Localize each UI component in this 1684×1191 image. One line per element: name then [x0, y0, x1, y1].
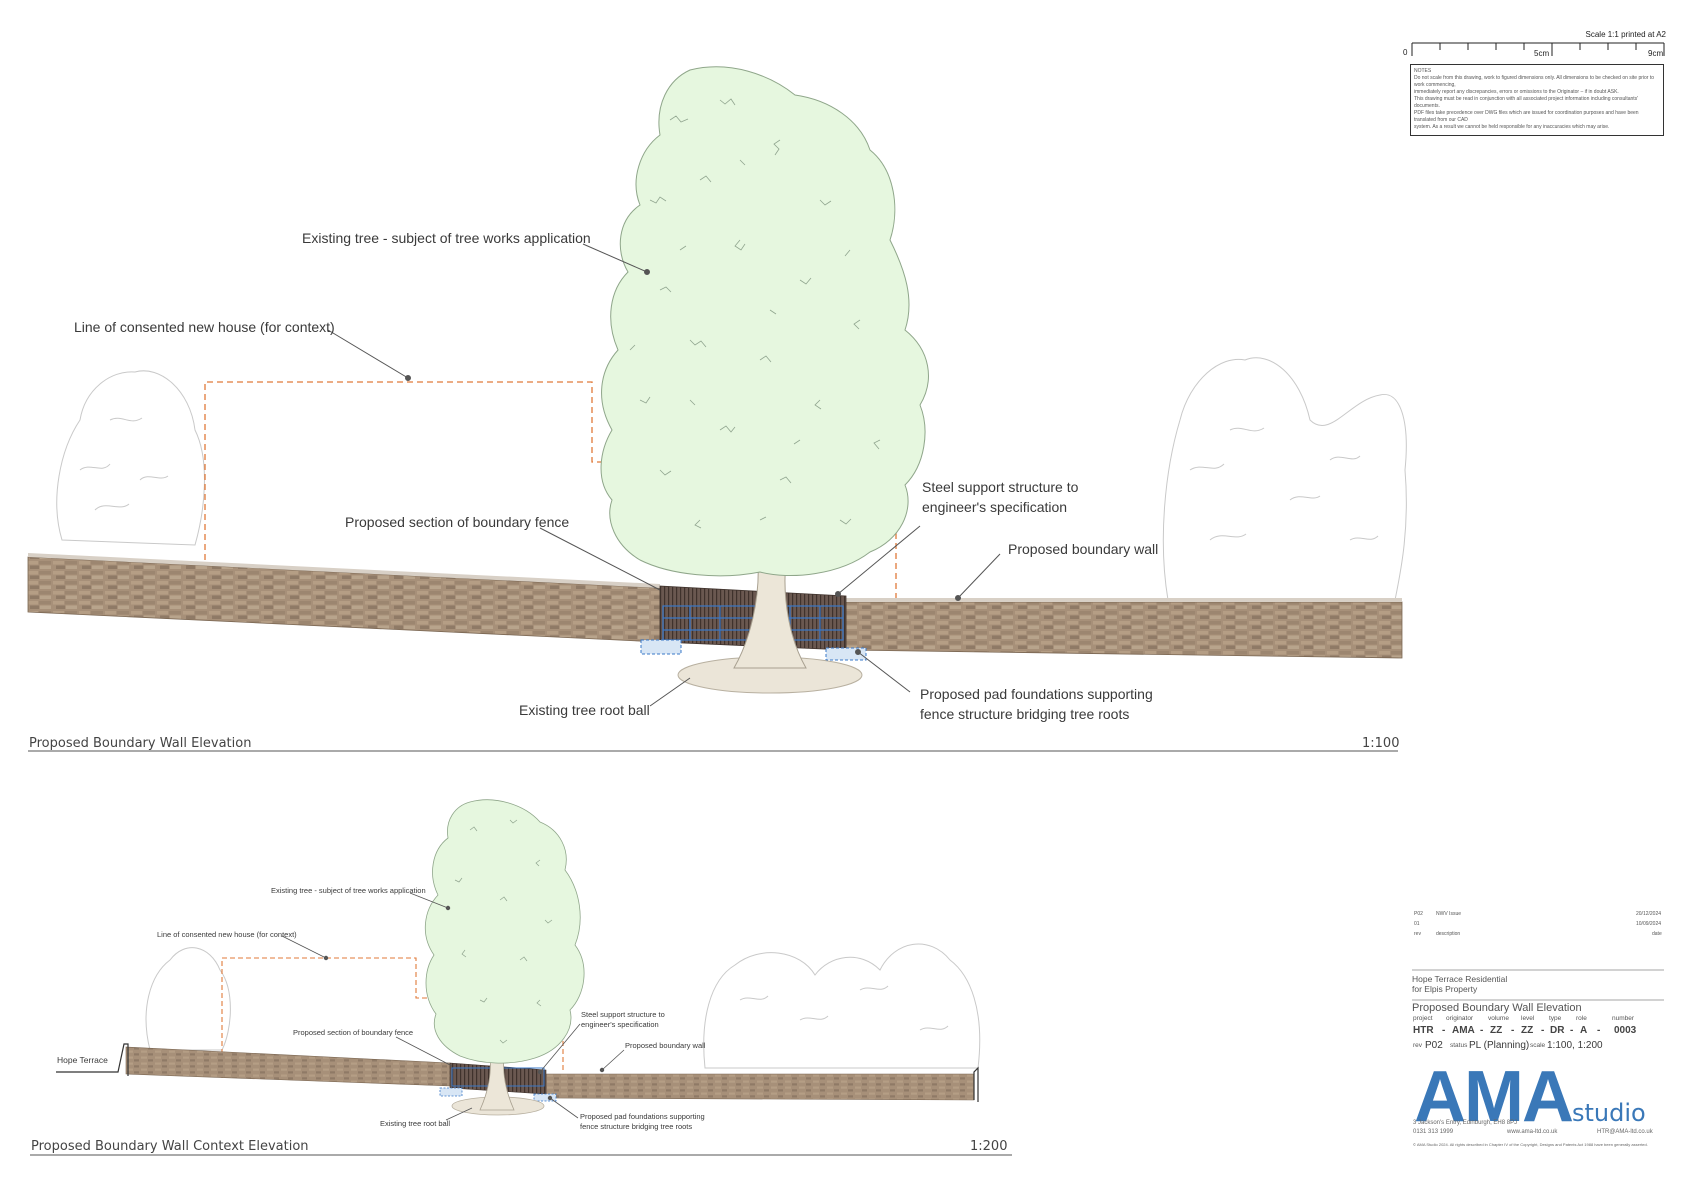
scale-tick-zero: 0 — [1403, 48, 1408, 57]
code-header-level: level — [1521, 1015, 1535, 1022]
code-header-number: number — [1612, 1015, 1635, 1022]
revision-date: 10/09/2024 — [1636, 921, 1662, 927]
logo-ama-text: AMA — [1414, 1057, 1574, 1137]
drawing-title: Proposed Boundary Wall Elevation — [1412, 1002, 1582, 1014]
label-root-ball: Existing tree root ball — [519, 702, 650, 718]
copyright-notice: © AMA Studio 2024. All rights described … — [1413, 1142, 1648, 1147]
code-value-volume: ZZ — [1490, 1025, 1503, 1036]
elev1-scale: 1:100 — [1362, 736, 1400, 751]
elev1-title: Proposed Boundary Wall Elevation — [29, 736, 252, 751]
label-existing-tree-small: Existing tree - subject of tree works ap… — [271, 886, 426, 895]
label-steel-support-line2: engineer's specification — [922, 499, 1068, 515]
label-hope-terrace: Hope Terrace — [57, 1055, 108, 1065]
revision-header-date: date — [1652, 931, 1662, 937]
client-name: for Elpis Property — [1412, 984, 1478, 994]
scale-label: scale — [1530, 1042, 1546, 1049]
scale-tick-end: 9cm — [1648, 49, 1664, 58]
main-tree-canopy — [600, 66, 929, 577]
notes-line: This drawing must be read in conjunction… — [1414, 96, 1639, 109]
contact-address: 3 Jackson's Entry, Edinburgh, EH8 8PJ — [1413, 1120, 1518, 1126]
title-block: Hope Terrace Residential for Elpis Prope… — [1412, 974, 1664, 994]
label-consented-house-small: Line of consented new house (for context… — [157, 930, 297, 939]
end-post-right — [973, 1066, 979, 1102]
label-pad-foundations-small-line2: fence structure bridging tree roots — [580, 1122, 693, 1131]
scale-value: 1:100, 1:200 — [1547, 1040, 1603, 1051]
revision-header-description: description — [1436, 931, 1461, 937]
label-boundary-fence-small: Proposed section of boundary fence — [293, 1028, 414, 1037]
label-boundary-wall: Proposed boundary wall — [1008, 541, 1159, 557]
notes-line: Do not scale from this drawing, work to … — [1414, 75, 1655, 88]
boundary-wall-small-right — [545, 1073, 975, 1101]
scale-bar-labels: Scale 1:1 printed at A2 — [1408, 30, 1667, 39]
label-boundary-wall-small: Proposed boundary wall — [625, 1041, 706, 1050]
revision-header-rev: rev — [1414, 931, 1421, 937]
label-boundary-fence: Proposed section of boundary fence — [345, 514, 570, 530]
code-header-role: role — [1576, 1015, 1587, 1022]
code-value-number: 0003 — [1614, 1025, 1637, 1036]
logo-studio-text: studio — [1571, 1099, 1646, 1127]
contact-email: HTR@AMA-ltd.co.uk — [1597, 1129, 1653, 1135]
code-header-volume: volume — [1488, 1015, 1509, 1022]
revision-description: NWV Issue — [1436, 911, 1462, 917]
contact-web: www.ama-ltd.co.uk — [1507, 1129, 1558, 1135]
pad-foundation-left — [640, 639, 682, 655]
ground-line-left — [56, 1043, 129, 1076]
background-trees-right — [1162, 357, 1407, 601]
tree-foliage-texture-small — [454, 819, 553, 1044]
background-tree-left-small — [145, 947, 231, 1051]
notes-title: NOTES — [1414, 68, 1432, 74]
scale-tick-mid: 5cm — [1534, 49, 1550, 58]
main-tree-canopy-small — [424, 799, 585, 1064]
code-header-project: project — [1413, 1015, 1433, 1022]
contact-phone: 0131 313 1999 — [1413, 1129, 1454, 1135]
notes-line: system. As a result we cannot be held re… — [1414, 124, 1610, 130]
label-pad-foundations-line1: Proposed pad foundations supporting — [920, 686, 1153, 702]
revision-date: 20/12/2024 — [1636, 911, 1662, 917]
label-root-ball-small: Existing tree root ball — [380, 1119, 451, 1128]
scale-heading: Scale 1:1 printed at A2 — [1585, 30, 1667, 39]
revision-rev: P02 — [1414, 911, 1423, 917]
status-label: status — [1450, 1042, 1468, 1049]
leader-lines-elev2 — [281, 892, 625, 1121]
code-value-project: HTR — [1413, 1025, 1434, 1036]
label-consented-house: Line of consented new house (for context… — [74, 319, 335, 335]
label-pad-foundations-line2: fence structure bridging tree roots — [920, 706, 1130, 722]
background-tree-left — [56, 370, 205, 546]
drawing-title-block: Proposed Boundary Wall Elevation — [1412, 1002, 1664, 1014]
label-steel-support-line1: Steel support structure to — [922, 479, 1079, 495]
code-value-level: ZZ — [1521, 1025, 1534, 1036]
ama-studio-logo: AMAstudio — [1414, 1056, 1646, 1138]
leader-lines-elev1 — [327, 243, 1001, 707]
code-header-originator: originator — [1446, 1015, 1474, 1022]
notes-line: PDF files take precedence over DWG files… — [1414, 110, 1639, 123]
tree-trunk-small — [479, 1049, 515, 1111]
code-header-type: type — [1549, 1015, 1562, 1022]
scale-bar — [1411, 42, 1665, 56]
project-name: Hope Terrace Residential — [1412, 974, 1508, 984]
notes-box: NOTES Do not scale from this drawing, wo… — [1410, 64, 1664, 136]
label-existing-tree: Existing tree - subject of tree works ap… — [302, 230, 591, 246]
label-steel-support-small-line2: engineer's specification — [581, 1020, 659, 1029]
tree-trunk — [733, 559, 807, 669]
code-value-originator: AMA — [1452, 1025, 1475, 1036]
code-value-role: A — [1580, 1025, 1588, 1036]
label-steel-support-small-line1: Steel support structure to — [581, 1010, 665, 1019]
label-pad-foundations-small-line1: Proposed pad foundations supporting — [580, 1112, 705, 1121]
rev-value: P02 — [1425, 1040, 1443, 1051]
notes-line: immediately report any discrepancies, er… — [1414, 89, 1619, 95]
rev-label: rev — [1413, 1042, 1423, 1049]
revision-rev: 01 — [1414, 921, 1420, 927]
boundary-wall-small-left — [125, 1046, 451, 1087]
tree-foliage-texture — [629, 98, 881, 529]
elev2-scale: 1:200 — [970, 1139, 1008, 1154]
code-value-type: DR — [1550, 1025, 1565, 1036]
title-block-rules — [1412, 969, 1664, 1001]
elev2-title: Proposed Boundary Wall Context Elevation — [31, 1139, 309, 1154]
background-trees-right-small — [703, 943, 981, 1069]
boundary-wall-right — [845, 601, 1403, 659]
status-value: PL (Planning) — [1469, 1040, 1530, 1051]
